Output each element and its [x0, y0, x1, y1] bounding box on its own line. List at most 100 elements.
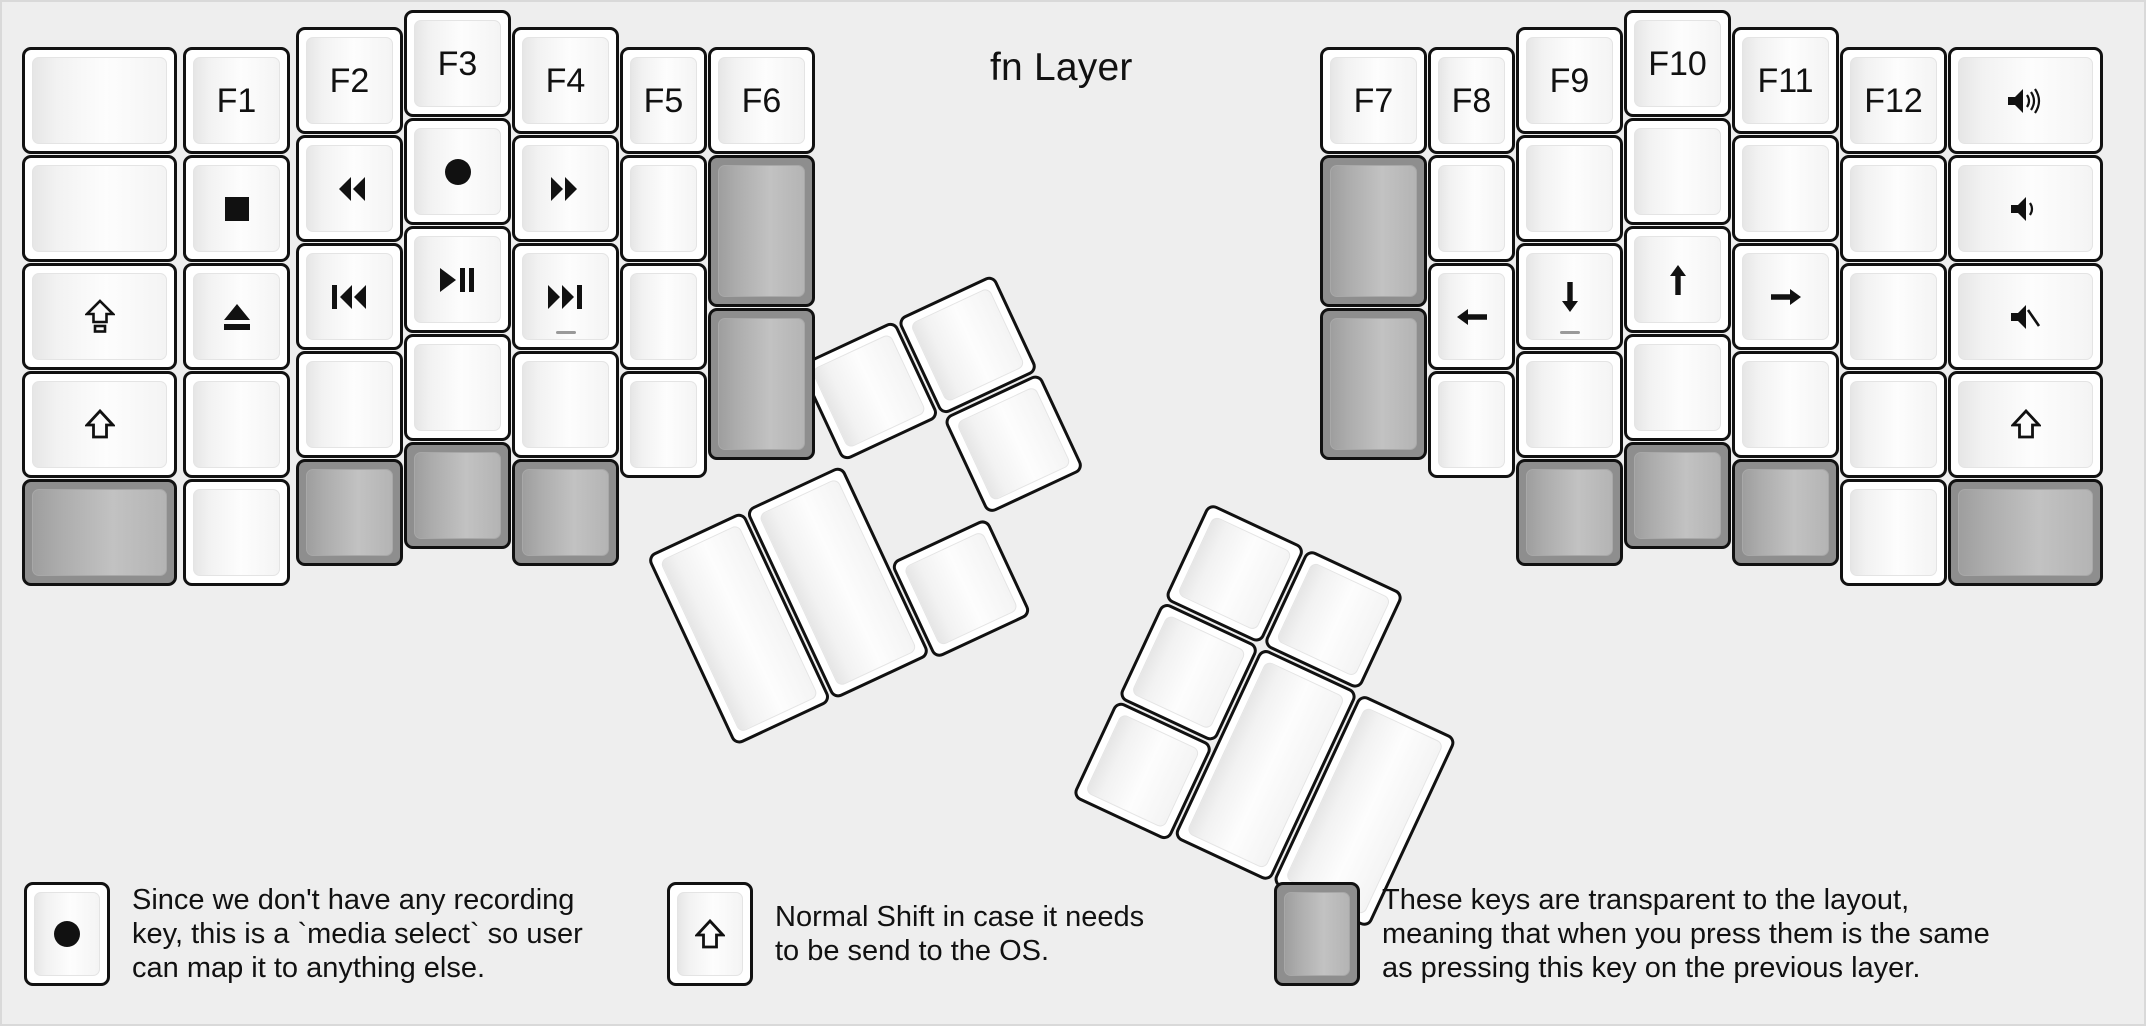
- key-right-pinky-outer-0[interactable]: [1948, 47, 2103, 154]
- key-left-pinky-1[interactable]: [183, 155, 290, 262]
- keycap-face: [522, 37, 609, 124]
- key-left-index-0[interactable]: F4: [512, 27, 619, 134]
- keycap-face: [522, 469, 609, 556]
- key-left-ring-2[interactable]: [296, 243, 403, 350]
- keycap-face: [522, 361, 609, 448]
- key-right-middle-4[interactable]: [1624, 442, 1731, 549]
- keycap-face: [414, 20, 501, 107]
- keycap-face: [1742, 145, 1829, 232]
- key-right-index-1[interactable]: [1516, 135, 1623, 242]
- key-left-ring-1[interactable]: [296, 135, 403, 242]
- key-right-pinky-2[interactable]: [1840, 263, 1947, 370]
- key-right-pinky-3[interactable]: [1840, 371, 1947, 478]
- keycap-face: [306, 361, 393, 448]
- key-left-index-1[interactable]: [512, 135, 619, 242]
- key-left-index-2[interactable]: [512, 243, 619, 350]
- key-right-ring-0[interactable]: F11: [1732, 27, 1839, 134]
- keycap-face: [1634, 128, 1721, 215]
- key-right-pinky-outer-1[interactable]: [1948, 155, 2103, 262]
- key-right-index-4[interactable]: [1516, 459, 1623, 566]
- key-left-ring-0[interactable]: F2: [296, 27, 403, 134]
- keycap-face: [1438, 57, 1505, 144]
- key-right-pinky-outer-3[interactable]: [1948, 371, 2103, 478]
- key-right-inner-most-2[interactable]: [1320, 308, 1427, 460]
- keycap-face: [32, 489, 167, 576]
- key-left-pinky-2[interactable]: [183, 263, 290, 370]
- key-right-inner-most-0[interactable]: F7: [1320, 47, 1427, 154]
- key-left-inner-2[interactable]: [620, 263, 707, 370]
- keycap-face: [414, 128, 501, 215]
- keycap-face: [414, 452, 501, 539]
- keycap-face: [306, 37, 393, 124]
- key-right-pinky-1[interactable]: [1840, 155, 1947, 262]
- key-left-inner-3[interactable]: [620, 371, 707, 478]
- legend-item-0: Since we don't have any recording key, t…: [24, 882, 583, 986]
- key-left-inner-most-1[interactable]: [708, 155, 815, 307]
- key-left-middle-1[interactable]: [404, 118, 511, 225]
- key-right-pinky-outer-4[interactable]: [1948, 479, 2103, 586]
- key-left-inner-most-0[interactable]: F6: [708, 47, 815, 154]
- key-right-middle-1[interactable]: [1624, 118, 1731, 225]
- key-left-middle-3[interactable]: [404, 334, 511, 441]
- key-left-middle-0[interactable]: F3: [404, 10, 511, 117]
- keycap-face: [1850, 489, 1937, 576]
- keycap-face: [903, 530, 1019, 647]
- keycap-face: [1742, 37, 1829, 124]
- legend-text: Normal Shift in case it needs to be send…: [775, 900, 1145, 967]
- key-left-inner-1[interactable]: [620, 155, 707, 262]
- keycap-face: [34, 892, 100, 976]
- key-right-index-3[interactable]: [1516, 351, 1623, 458]
- key-left-pinky-outer-2[interactable]: [22, 263, 177, 370]
- key-right-inner-most-1[interactable]: [1320, 155, 1427, 307]
- legend-key-record-circle-icon: [24, 882, 110, 986]
- key-right-inner-2[interactable]: [1428, 263, 1515, 370]
- key-right-index-0[interactable]: F9: [1516, 27, 1623, 134]
- key-left-index-3[interactable]: [512, 351, 619, 458]
- key-right-inner-3[interactable]: [1428, 371, 1515, 478]
- keycap-face: [630, 57, 697, 144]
- key-left-inner-0[interactable]: F5: [620, 47, 707, 154]
- key-right-pinky-4[interactable]: [1840, 479, 1947, 586]
- key-left-pinky-3[interactable]: [183, 371, 290, 478]
- key-left-pinky-outer-3[interactable]: [22, 371, 177, 478]
- keycap-face: [1850, 273, 1937, 360]
- key-right-middle-3[interactable]: [1624, 334, 1731, 441]
- key-right-inner-0[interactable]: F8: [1428, 47, 1515, 154]
- key-left-middle-4[interactable]: [404, 442, 511, 549]
- key-left-pinky-outer-1[interactable]: [22, 155, 177, 262]
- keycap-face: [1438, 381, 1505, 468]
- keycap-face: [1176, 515, 1293, 632]
- keycap-face: [193, 57, 280, 144]
- key-right-pinky-outer-2[interactable]: [1948, 263, 2103, 370]
- key-left-pinky-outer-0[interactable]: [22, 47, 177, 154]
- keycap-face: [909, 287, 1026, 403]
- key-right-pinky-0[interactable]: F12: [1840, 47, 1947, 154]
- keycap-face: [1742, 361, 1829, 448]
- key-left-inner-most-2[interactable]: [708, 308, 815, 460]
- key-right-ring-3[interactable]: [1732, 351, 1839, 458]
- key-left-index-4[interactable]: [512, 459, 619, 566]
- keycap-face: [1958, 57, 2093, 144]
- key-right-middle-0[interactable]: F10: [1624, 10, 1731, 117]
- key-right-inner-1[interactable]: [1428, 155, 1515, 262]
- key-right-index-2[interactable]: [1516, 243, 1623, 350]
- keycap-face: [718, 57, 805, 144]
- key-left-pinky-outer-4[interactable]: [22, 479, 177, 586]
- key-left-ring-3[interactable]: [296, 351, 403, 458]
- key-left-pinky-4[interactable]: [183, 479, 290, 586]
- keycap-face: [1850, 165, 1937, 252]
- keycap-face: [522, 145, 609, 232]
- keycap-face: [1526, 37, 1613, 124]
- keycap-face: [32, 165, 167, 252]
- keycap-face: [1958, 381, 2093, 468]
- key-left-pinky-0[interactable]: F1: [183, 47, 290, 154]
- key-left-middle-2[interactable]: [404, 226, 511, 333]
- key-left-ring-4[interactable]: [296, 459, 403, 566]
- key-right-ring-4[interactable]: [1732, 459, 1839, 566]
- key-right-ring-1[interactable]: [1732, 135, 1839, 242]
- keycap-face: [1330, 165, 1417, 297]
- keycap-face: [32, 57, 167, 144]
- key-right-middle-2[interactable]: [1624, 226, 1731, 333]
- key-right-ring-2[interactable]: [1732, 243, 1839, 350]
- legend-text: Since we don't have any recording key, t…: [132, 883, 583, 985]
